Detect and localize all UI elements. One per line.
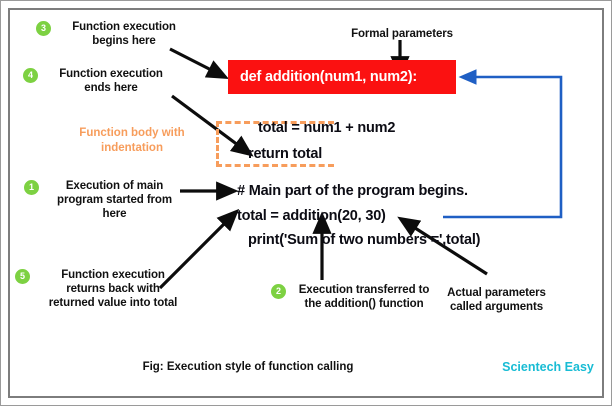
badge-step-3: 3: [36, 21, 51, 36]
code-line-print: print('Sum of two numbers =',total): [248, 232, 481, 248]
annotation-step-1: Execution of main program started from h…: [42, 179, 187, 221]
annotation-actual-parameters: Actual parameters called arguments: [429, 286, 564, 314]
function-signature-box: def addition(num1, num2):: [228, 60, 456, 94]
annotation-step-1-line3: here: [102, 208, 127, 220]
annotation-step-5-line2: returns back with: [66, 283, 160, 295]
badge-step-1: 1: [24, 180, 39, 195]
function-body-label: Function body with indentation: [56, 126, 208, 156]
code-line-main-comment: # Main part of the program begins.: [237, 183, 468, 199]
annotation-step-4-line1: Function execution: [59, 68, 163, 80]
code-line-total-assign: total = num1 + num2: [258, 120, 396, 136]
annotation-step-5: Function execution returns back with ret…: [33, 268, 193, 310]
annotation-step-1-line2: program started from: [57, 194, 172, 206]
function-body-label-line1: Function body with: [79, 127, 185, 139]
annotation-formal-parameters: Formal parameters: [351, 28, 453, 40]
annotation-step-1-line1: Execution of main: [65, 180, 164, 192]
annotation-step-3-line2: begins here: [92, 35, 156, 47]
code-line-call-addition: total = addition(20, 30): [237, 208, 386, 224]
code-line-return: return total: [248, 146, 323, 162]
annotation-step-5-line3: returned value into total: [48, 297, 178, 309]
annotation-step-4: Function execution ends here: [41, 67, 181, 95]
annotation-step-5-line1: Function execution: [61, 269, 165, 281]
annotation-step-4-line2: ends here: [84, 82, 138, 94]
badge-step-5: 5: [15, 269, 30, 284]
annotation-step-3: Function execution begins here: [54, 20, 194, 48]
annotation-actual-parameters-line2: called arguments: [450, 301, 543, 313]
annotation-step-2: Execution transferred to the addition() …: [289, 283, 439, 311]
badge-step-4: 4: [23, 68, 38, 83]
function-body-label-line2: indentation: [101, 142, 163, 154]
badge-step-2: 2: [271, 284, 286, 299]
figure-caption: Fig: Execution style of function calling: [142, 361, 354, 373]
annotation-step-3-line1: Function execution: [72, 21, 176, 33]
brand-watermark: Scientech Easy: [502, 360, 594, 374]
annotation-step-2-line1: Execution transferred to: [298, 284, 430, 296]
function-signature-text: def addition(num1, num2):: [240, 69, 418, 85]
function-body-dashed-region: [216, 121, 334, 167]
annotation-actual-parameters-line1: Actual parameters: [447, 287, 546, 299]
annotation-step-2-line2: the addition() function: [304, 298, 424, 310]
